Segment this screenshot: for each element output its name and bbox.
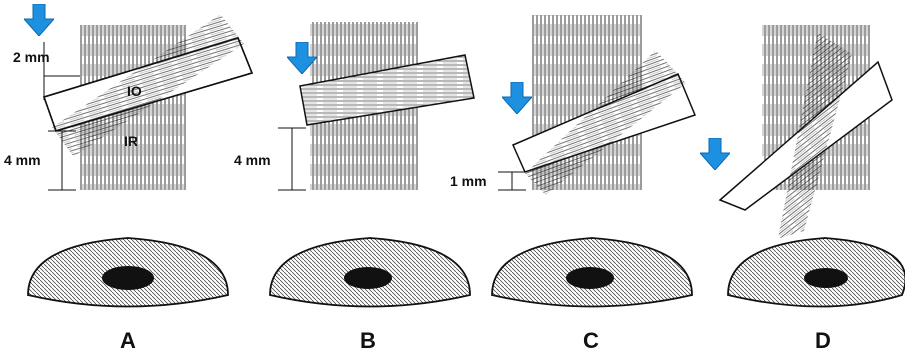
down-arrow-icon: [502, 82, 532, 114]
panel-b: 4 mm: [234, 22, 474, 190]
measurement-top-a: 2 mm: [13, 49, 50, 65]
panel-a: 2 mm IO IR 4 mm: [4, 4, 261, 190]
globe-b: [270, 238, 470, 307]
down-arrow-icon: [700, 138, 730, 170]
measurement-bottom-b: 4 mm: [234, 152, 271, 168]
panel-c: 1 mm: [450, 15, 705, 199]
label-ir: IR: [124, 133, 138, 149]
panel-letter-b: B: [360, 328, 376, 353]
globe-d: [728, 238, 905, 307]
measurement-bottom-a: 4 mm: [4, 152, 41, 168]
label-io: IO: [127, 83, 142, 99]
panel-letter-c: C: [583, 328, 599, 353]
panel-letter-a: A: [120, 328, 136, 353]
panel-d: [693, 24, 905, 247]
down-arrow-icon: [24, 4, 54, 36]
measurement-bottom-c: 1 mm: [450, 173, 487, 189]
globe-c: [492, 238, 692, 307]
globe-a: [28, 238, 228, 307]
panel-letter-d: D: [815, 328, 831, 353]
